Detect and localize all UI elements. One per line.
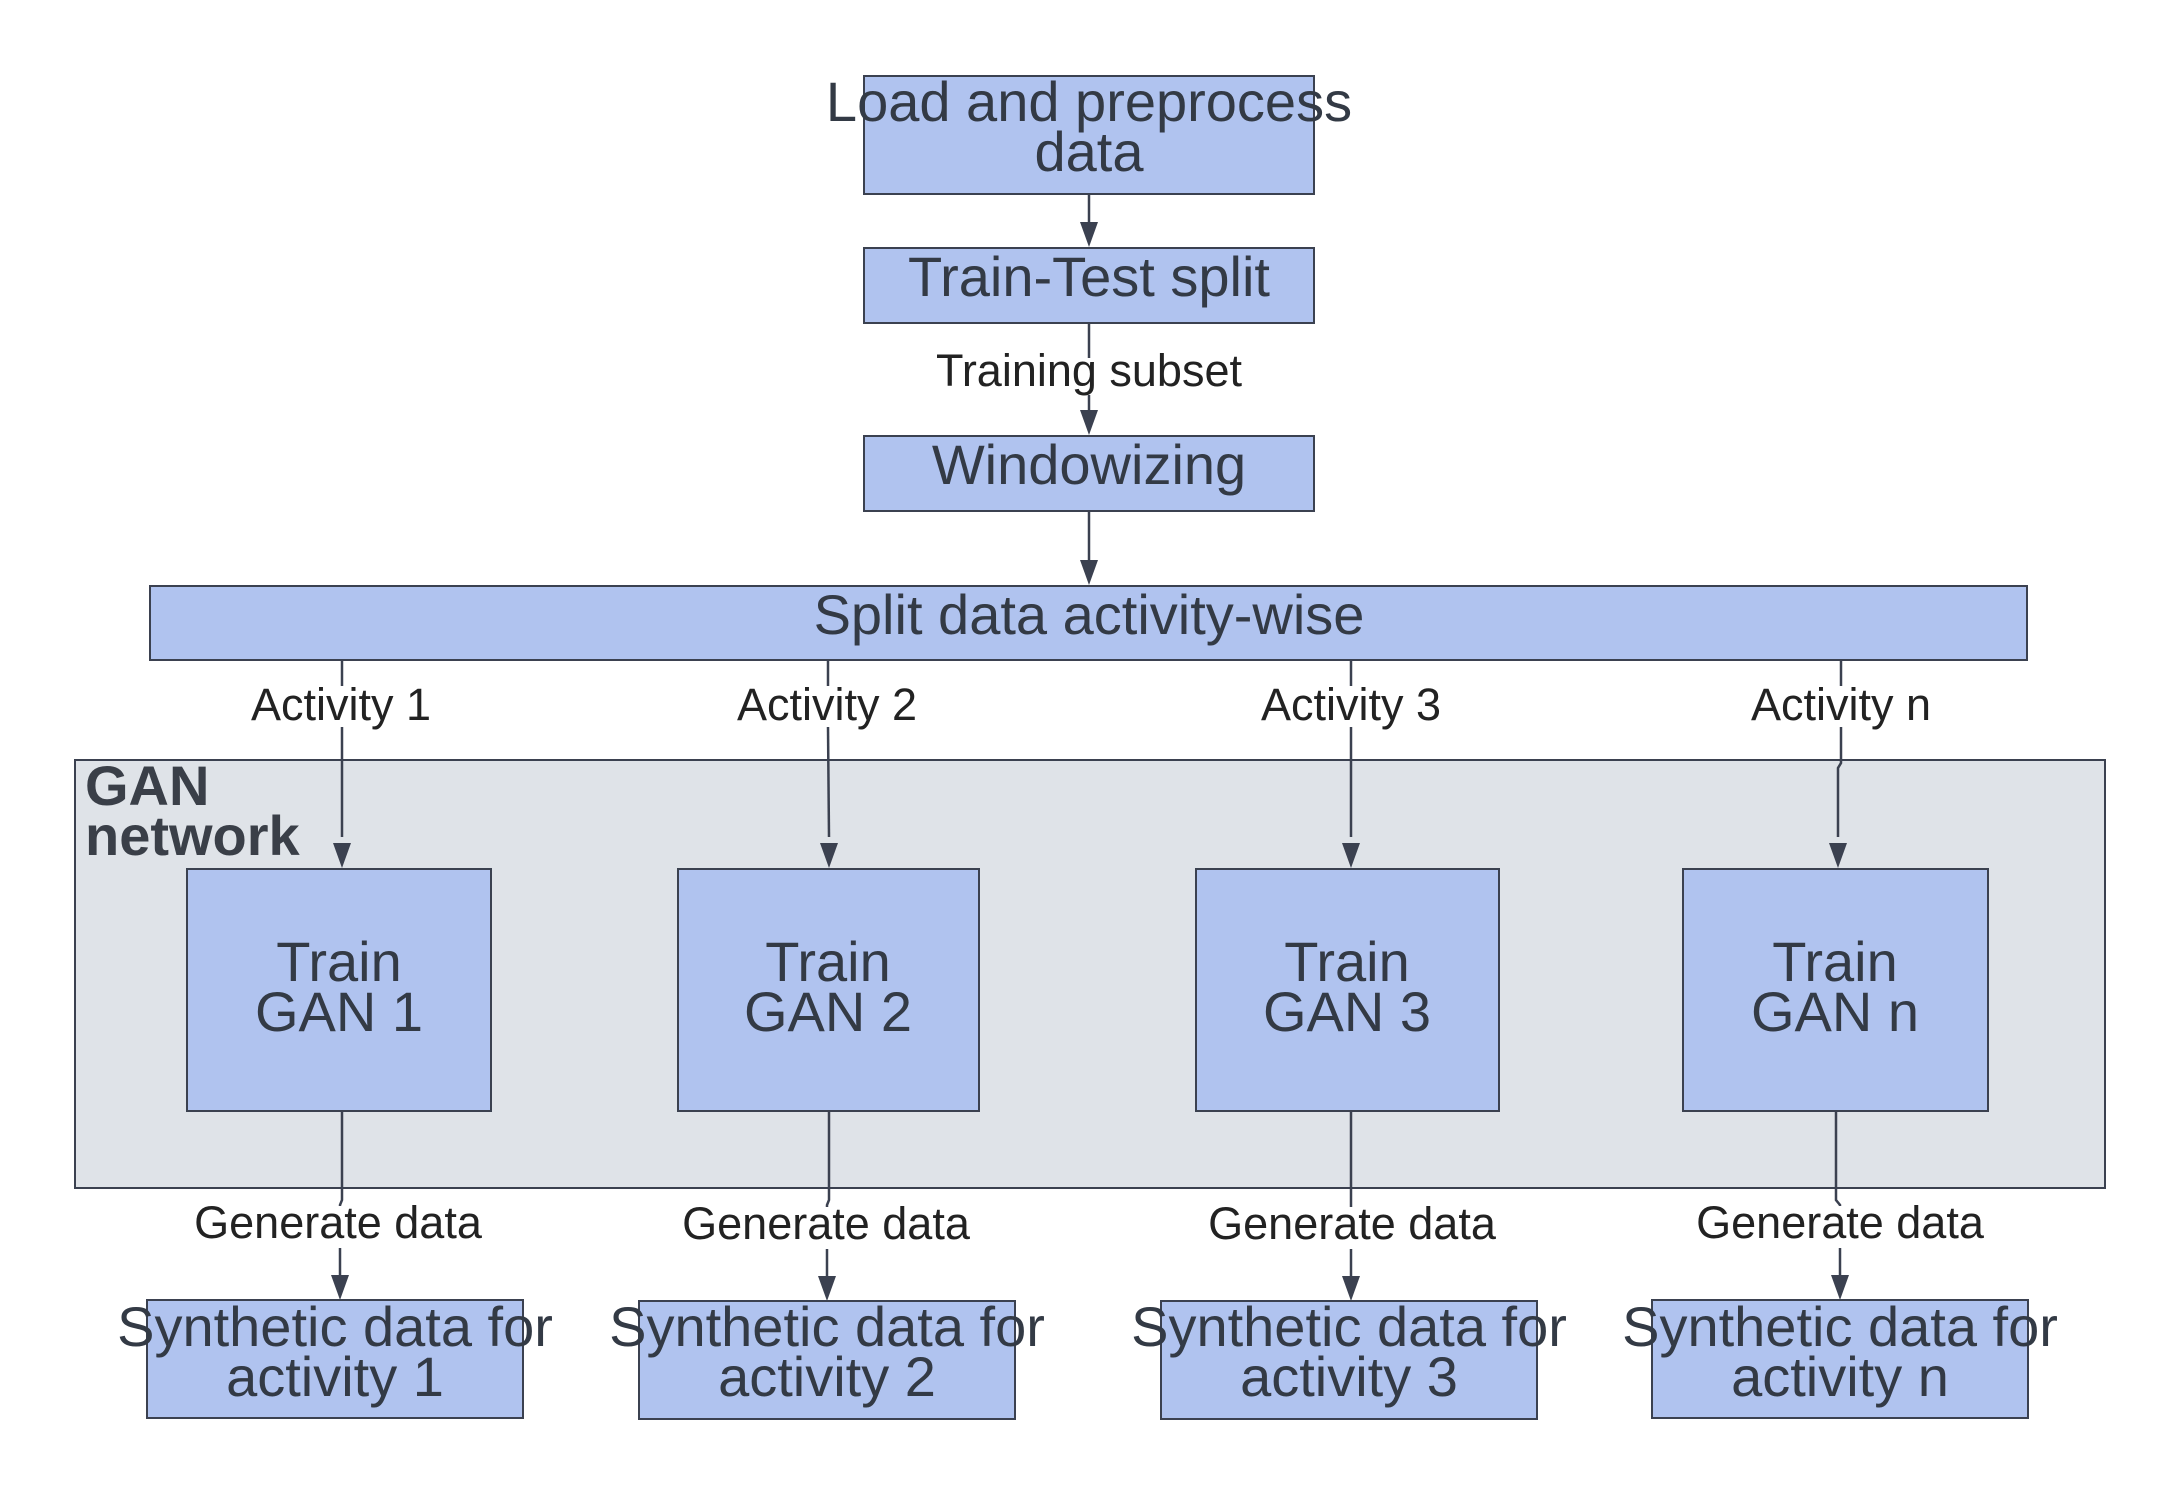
node-train-test-split xyxy=(863,247,1315,324)
arrowhead-gan1 xyxy=(333,843,351,868)
arrowhead-windowizing xyxy=(1080,410,1098,435)
node-windowizing xyxy=(863,435,1315,512)
edge-label-generaten: Generate data xyxy=(1696,1197,1985,1248)
node-synthetic-activity3 xyxy=(1160,1300,1538,1420)
nodes xyxy=(146,75,2029,1420)
edges xyxy=(338,195,1843,1283)
node-synthetic-activity1 xyxy=(146,1299,524,1419)
synn-label-line2: activity n xyxy=(1731,1345,1949,1408)
edge-label-activity3: Activity 3 xyxy=(1261,679,1441,730)
node-train-gan3 xyxy=(1195,868,1500,1112)
gan1-label-line1: Train xyxy=(276,930,402,993)
arrowhead-gan2 xyxy=(820,843,838,868)
gan3-label-line1: Train xyxy=(1284,930,1410,993)
node-train-gann xyxy=(1682,868,1989,1112)
arrowhead-activity-split xyxy=(1080,560,1098,585)
group-label-line2: network xyxy=(85,804,301,867)
windowizing-label: Windowizing xyxy=(932,433,1246,496)
arrowhead-synn xyxy=(1831,1275,1849,1300)
node-synthetic-activityn xyxy=(1651,1299,2029,1419)
arrowhead-syn2 xyxy=(818,1276,836,1301)
edge-label-activity1: Activity 1 xyxy=(251,679,431,730)
edge-gann-to-synn-top xyxy=(1834,1111,1842,1206)
edge-gan2-to-syn2-top xyxy=(825,1111,831,1207)
gan2-label-line1: Train xyxy=(765,930,891,993)
arrowhead-split xyxy=(1080,222,1098,247)
arrowhead-gan3 xyxy=(1342,843,1360,868)
syn1-label-line1: Synthetic data for xyxy=(117,1295,553,1358)
arrowhead-gann xyxy=(1829,843,1847,868)
edge-label-activityn: Activity n xyxy=(1751,679,1931,730)
gann-label-line2: GAN n xyxy=(1751,980,1919,1043)
gann-label-line1: Train xyxy=(1772,930,1898,993)
edge-gan1-to-syn1-top xyxy=(338,1111,344,1206)
syn2-label-line2: activity 2 xyxy=(718,1345,936,1408)
gan2-label-line2: GAN 2 xyxy=(744,980,912,1043)
activity-split-label: Split data activity-wise xyxy=(814,583,1365,646)
synn-label-line1: Synthetic data for xyxy=(1622,1295,2058,1358)
edge-activityn-bottom xyxy=(1836,727,1843,837)
arrowhead-syn3 xyxy=(1342,1276,1360,1301)
gan1-label-line2: GAN 1 xyxy=(255,980,423,1043)
edge-label-generate2: Generate data xyxy=(682,1198,971,1249)
load-label-line1: Load and preprocess xyxy=(826,70,1352,133)
node-split-activity-wise xyxy=(149,585,2028,661)
split-label: Train-Test split xyxy=(908,245,1270,308)
syn1-label-line2: activity 1 xyxy=(226,1345,444,1408)
node-synthetic-activity2 xyxy=(638,1300,1016,1420)
edge-labels: Training subset Activity 1 Activity 2 Ac… xyxy=(194,345,1985,1249)
edge-label-generate1: Generate data xyxy=(194,1197,483,1248)
syn3-label-line1: Synthetic data for xyxy=(1131,1295,1567,1358)
node-load-preprocess xyxy=(863,75,1315,195)
arrowhead-syn1 xyxy=(331,1275,349,1300)
syn3-label-line2: activity 3 xyxy=(1240,1345,1458,1408)
edge-activity2-bottom xyxy=(826,726,831,838)
syn2-label-line1: Synthetic data for xyxy=(609,1295,1045,1358)
gan3-label-line2: GAN 3 xyxy=(1263,980,1431,1043)
edge-label-generate3: Generate data xyxy=(1208,1198,1497,1249)
edge-label-training-subset: Training subset xyxy=(936,345,1242,396)
group-label-line1: GAN xyxy=(85,754,209,817)
node-train-gan2 xyxy=(677,868,980,1112)
node-labels: Load and preprocess data Train-Test spli… xyxy=(117,70,2058,1408)
edge-label-activity2: Activity 2 xyxy=(737,679,917,730)
arrowheads xyxy=(331,222,1849,1301)
node-train-gan1 xyxy=(186,868,492,1112)
load-label-line2: data xyxy=(1035,120,1145,183)
